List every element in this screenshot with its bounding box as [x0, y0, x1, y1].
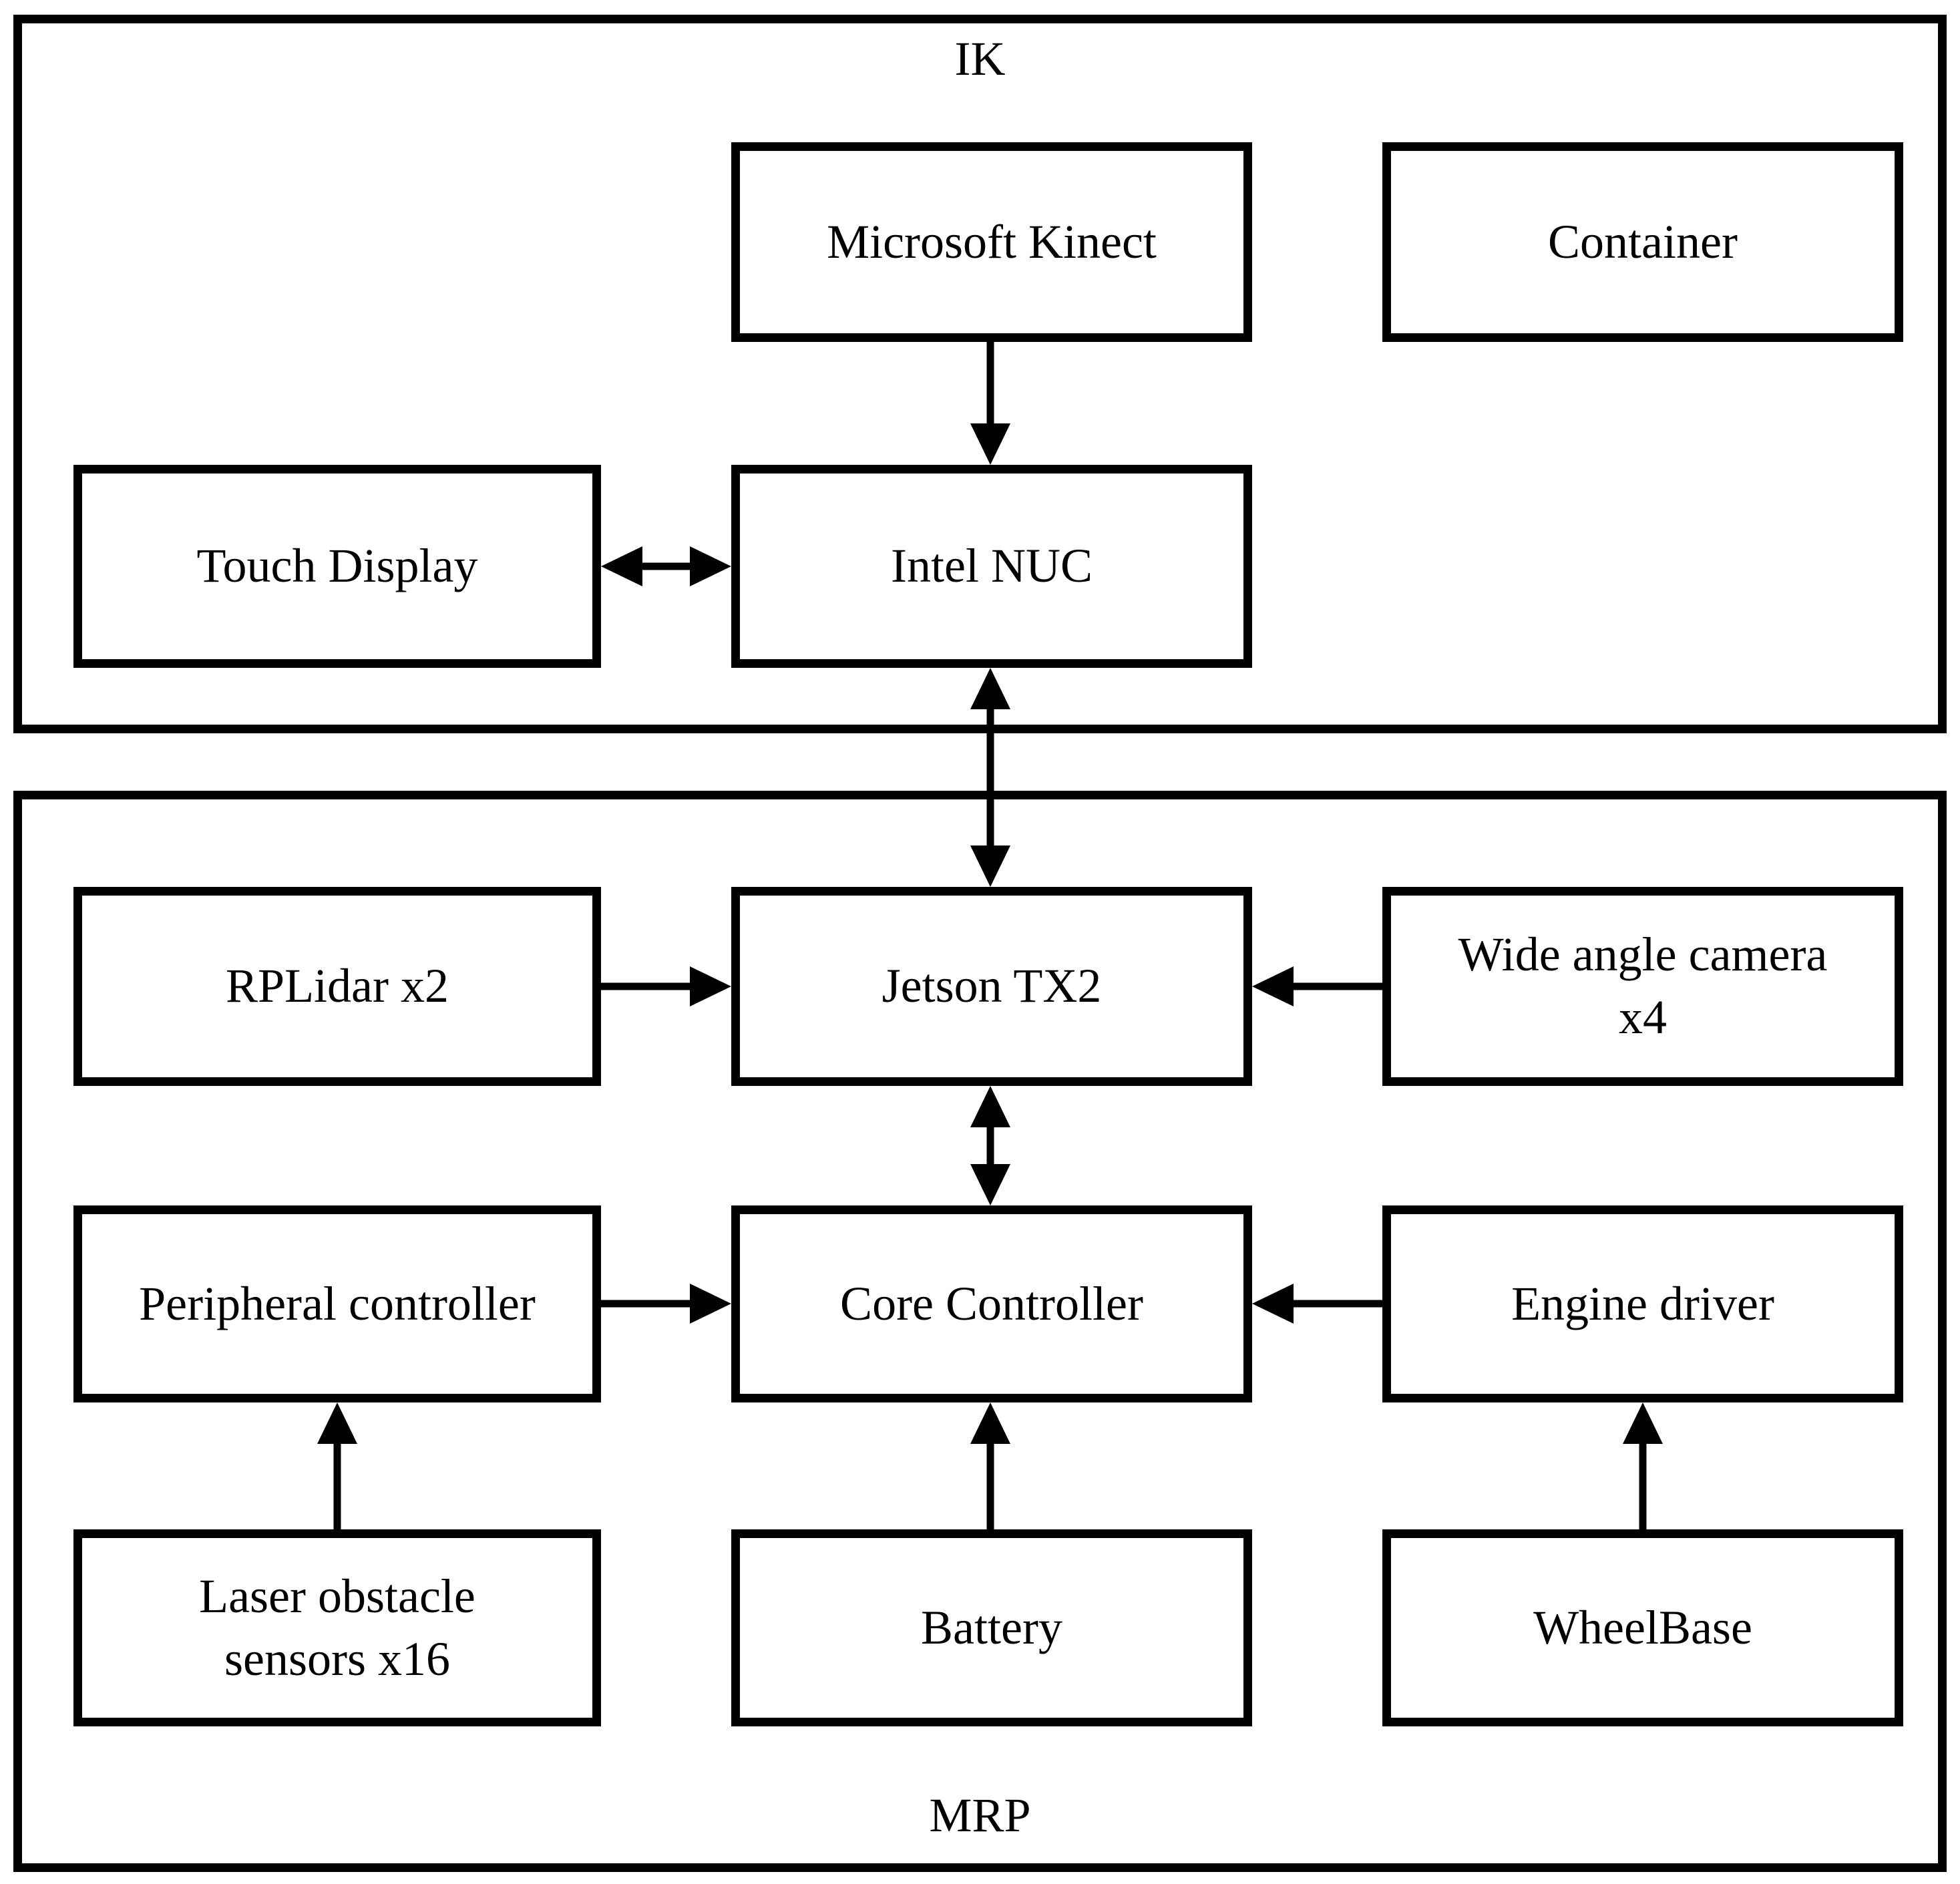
edge-battery-to-core [970, 1402, 1010, 1529]
arrowhead-down-icon [970, 423, 1010, 465]
arrowhead-right-icon [690, 966, 731, 1006]
arrowhead-right-icon [690, 546, 731, 586]
edge-peripheral-to-core [601, 1284, 731, 1324]
node-label: Intel NUC [891, 539, 1093, 593]
node-label: Laser obstacle sensors x16 [199, 1569, 475, 1686]
node-microsoft-kinect: Microsoft Kinect [731, 142, 1252, 342]
node-label: Wide angle camera x4 [1458, 928, 1828, 1044]
node-label: Engine driver [1511, 1276, 1774, 1330]
node-wide-angle-camera: Wide angle camera x4 [1382, 887, 1903, 1086]
edge-laser-to-peripheral [317, 1402, 357, 1529]
arrowhead-left-icon [601, 546, 642, 586]
node-wheelbase: WheelBase [1382, 1529, 1903, 1726]
arrowhead-left-icon [1252, 1284, 1294, 1324]
arrowhead-right-icon [690, 1284, 731, 1324]
node-intel-nuc: Intel NUC [731, 465, 1252, 668]
container-ik-label: IK [954, 32, 1006, 85]
edge-jetson-core-controller [970, 1086, 1010, 1205]
node-label: Microsoft Kinect [827, 214, 1157, 268]
arrowhead-up-icon [970, 668, 1010, 709]
node-laser-obstacle-sensors: Laser obstacle sensors x16 [73, 1529, 601, 1726]
arrowhead-up-icon [970, 1402, 1010, 1444]
edge-wheelbase-to-engine [1623, 1402, 1663, 1529]
edge-kinect-to-intel-nuc [970, 342, 1010, 465]
node-container: Container [1382, 142, 1903, 342]
edge-touch-display-intel-nuc [601, 546, 731, 586]
edge-engine-to-core [1252, 1284, 1382, 1324]
node-label: Peripheral controller [139, 1276, 536, 1330]
node-peripheral-controller: Peripheral controller [73, 1205, 601, 1402]
arrowhead-left-icon [1252, 966, 1294, 1006]
container-mrp-label: MRP [929, 1788, 1031, 1842]
node-battery: Battery [731, 1529, 1252, 1726]
node-rplidar: RPLidar x2 [73, 887, 601, 1086]
node-jetson-tx2: Jetson TX2 [731, 887, 1252, 1086]
arrowhead-down-icon [970, 1164, 1010, 1205]
container-ik [13, 15, 1947, 733]
node-touch-display: Touch Display [73, 465, 601, 668]
node-label: RPLidar x2 [226, 959, 449, 1013]
node-label: Core Controller [840, 1276, 1143, 1330]
node-engine-driver: Engine driver [1382, 1205, 1903, 1402]
edge-rplidar-to-jetson [601, 966, 731, 1006]
arrowhead-down-icon [970, 845, 1010, 887]
node-label: Container [1548, 214, 1738, 268]
container-mrp [13, 791, 1947, 1872]
arrowhead-up-icon [970, 1086, 1010, 1127]
arrowhead-up-icon [317, 1402, 357, 1444]
arrowhead-up-icon [1623, 1402, 1663, 1444]
node-label: Jetson TX2 [881, 959, 1102, 1013]
edge-camera-to-jetson [1252, 966, 1382, 1006]
node-label: Battery [921, 1600, 1062, 1654]
node-label: WheelBase [1533, 1600, 1752, 1654]
node-core-controller: Core Controller [731, 1205, 1252, 1402]
node-label: Touch Display [196, 539, 478, 593]
